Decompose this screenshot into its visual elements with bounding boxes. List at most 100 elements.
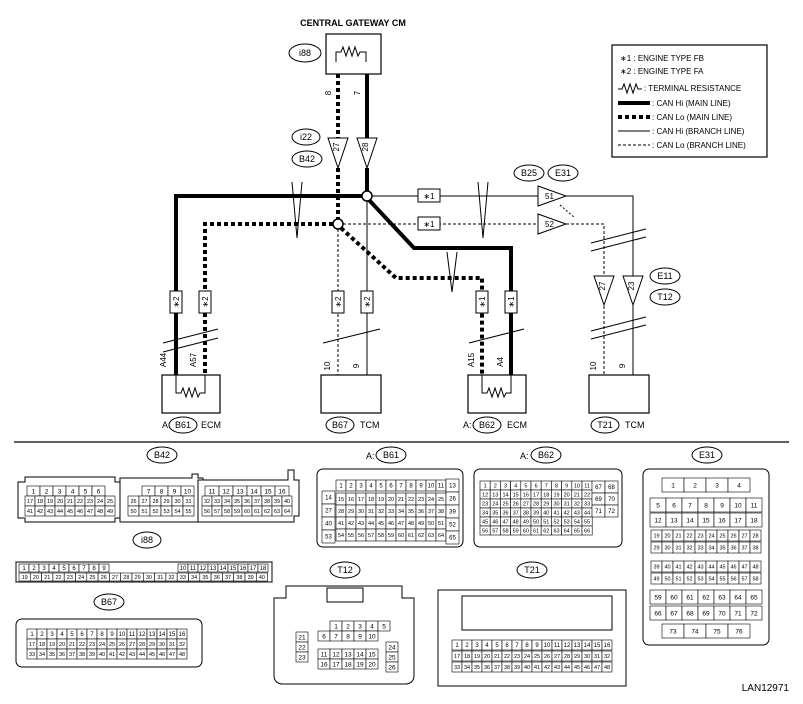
pin-number: 74 [691,628,699,635]
pin-number: 57 [368,533,374,539]
pin-number: 67 [670,610,678,617]
figure-id: LAN12971 [742,683,790,694]
pin-number: 63 [718,594,726,601]
pin-cell [581,525,593,536]
pin-cell [749,541,762,554]
pin-number: 47 [741,564,747,570]
pin-label: 9 [352,363,361,368]
pin-number: 64 [284,509,290,515]
pin-number: 71 [595,509,602,515]
pin-number: 47 [594,665,600,671]
connector-i22-label: i22 [300,132,312,142]
pin-number: 4 [71,488,75,495]
connector-b61-badge [168,416,198,434]
pin-number: 25 [388,654,396,661]
pin-number: 27 [112,575,118,581]
pin-number: 61 [254,509,260,515]
pin-number: 26 [388,664,396,671]
pin-number: 26 [130,499,136,505]
pin-number: 38 [523,510,529,516]
pin-number: 4 [485,643,489,649]
pin-number: 6 [535,483,538,489]
pin-number: 16 [523,492,529,498]
pin-number: 20 [564,492,570,498]
pin-number: 46 [77,509,83,515]
connector-b61-badge [375,446,407,464]
pin-number: 33 [454,665,460,671]
pin-cell [445,530,460,545]
legend-resistor-icon [618,82,642,95]
pin-number: 20 [664,533,670,539]
pin-cell [295,651,309,663]
pin-number: 19 [22,575,28,581]
pin-number: 40 [284,499,290,505]
pin-number: 35 [202,575,208,581]
pin-number: 72 [608,509,615,515]
pin-number: 3 [475,643,479,649]
connector-i22-badge [291,128,321,146]
pin-cell [745,512,763,528]
pin-cell [601,650,613,662]
pin-number: 36 [730,545,736,551]
pin-number: 43 [358,521,364,527]
pin-number: 16 [718,517,726,524]
pin-number: 9 [535,643,539,649]
pin-number: 34 [482,510,488,516]
pin-label: 28 [361,142,370,151]
pin-number: 2 [494,483,497,489]
pin-cell [176,648,188,660]
pin-number: 15 [702,517,710,524]
pin-number: 66 [584,528,590,534]
connector-t12-label: T12 [337,565,353,575]
pin-number: 39 [248,575,254,581]
connector-triangle [537,185,568,207]
pin-number: 13 [344,651,352,658]
pin-number: 32 [204,499,210,505]
pin-number: 12 [200,566,207,572]
pin-number: 29 [653,545,659,551]
pin-number: 61 [533,528,539,534]
pin-label: 23 [627,281,636,290]
pin-number: 8 [100,632,104,638]
pin-number: 44 [368,521,374,527]
pin-number: 30 [553,501,559,507]
pin-number: 18 [464,654,470,660]
pin-number: 40 [99,652,105,658]
pin-number: 3 [358,623,362,630]
pin-number: 28 [752,533,758,539]
pin-number: 65 [750,594,758,601]
pin-number: 50 [533,519,539,525]
pin-number: 56 [482,528,488,534]
pin-number: 20 [59,642,65,648]
pin-number: 55 [584,519,590,525]
pin-number: 6 [80,632,84,638]
pin-number: 9 [565,483,568,489]
pin-number: 19 [553,492,559,498]
pin-number: 51 [675,576,681,582]
pin-number: 10 [119,632,126,638]
pin-number: 45 [574,665,580,671]
pin-number: 50 [664,576,670,582]
pin-cell [749,572,762,585]
pin-number: 35 [408,509,414,515]
pin-number: 28 [564,654,570,660]
can-lo-branch-line [566,223,605,375]
pin-number: 13 [236,488,244,495]
pin-number: 42 [348,521,354,527]
caption-prefix: A: [366,451,375,461]
pin-number: 4 [52,566,56,572]
pin-number: 25 [719,533,725,539]
pin-number: 15 [338,497,344,503]
pin-number: 7 [90,632,94,638]
pin-number: 22 [79,642,85,648]
pin-number: 37 [428,509,434,515]
pin-number: 1 [671,482,675,489]
pin-number: 28 [533,501,539,507]
pin-number: 40 [524,665,530,671]
pin-number: 4 [370,623,374,630]
diagram-title: CENTRAL GATEWAY CM [300,18,406,28]
svg-text:∗2: ∗2 [363,296,372,308]
pin-number: 59 [234,509,240,515]
